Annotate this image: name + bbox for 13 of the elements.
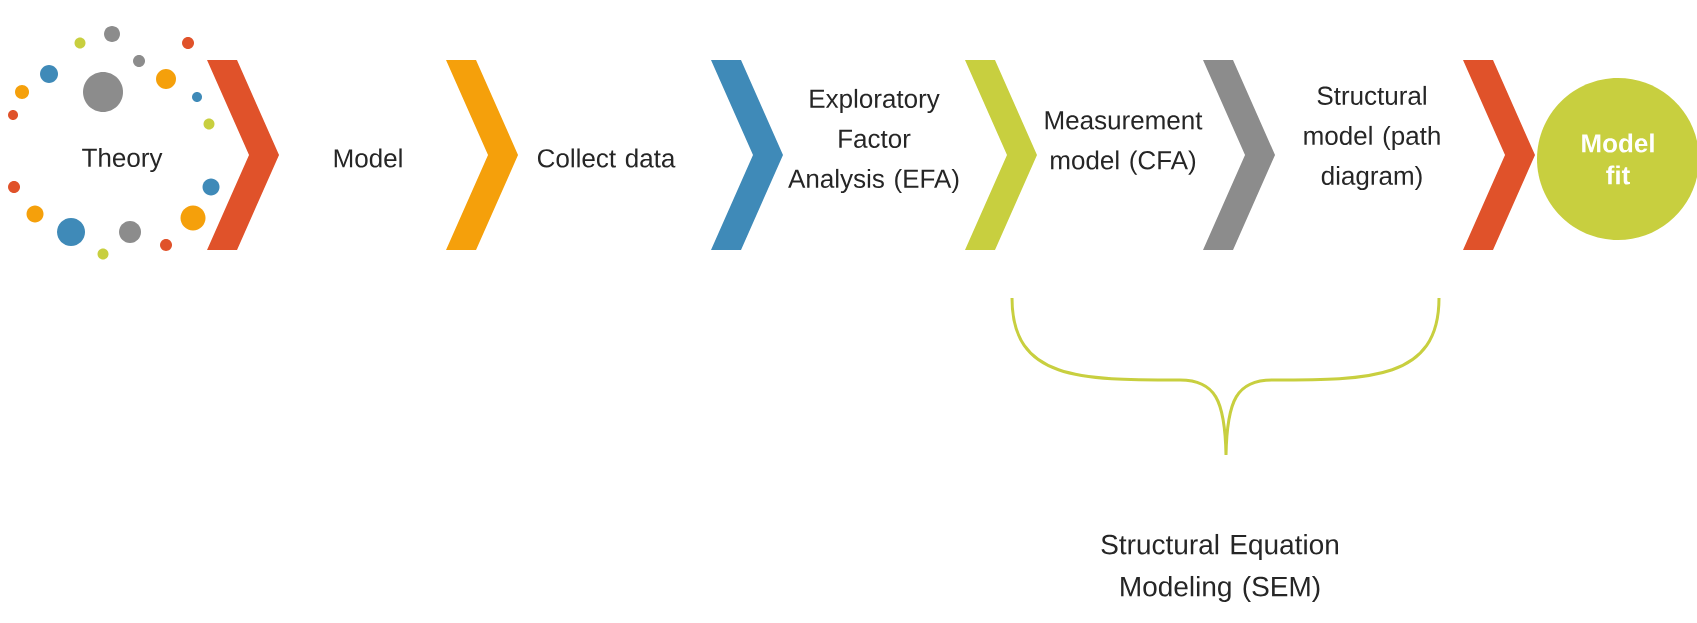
chevron-arrow	[711, 59, 783, 250]
chevron-arrow	[207, 60, 279, 250]
chevron-arrow	[965, 60, 1037, 250]
chevron-arrow	[1463, 60, 1535, 251]
chevron-arrow	[446, 60, 518, 250]
step-label: Measurement model (CFA)	[1045, 111, 1203, 175]
step-label: Model	[334, 148, 402, 168]
step-label: Theory	[82, 147, 163, 173]
group-label: Structural Equation Modeling (SEM)	[1101, 533, 1338, 603]
chevron-arrow	[1203, 59, 1275, 250]
step-label: Collect data	[537, 148, 676, 168]
step-label: Structural model (path diagram)	[1304, 85, 1440, 191]
step-label: Exploratory Factor Analysis (EFA)	[788, 88, 959, 194]
